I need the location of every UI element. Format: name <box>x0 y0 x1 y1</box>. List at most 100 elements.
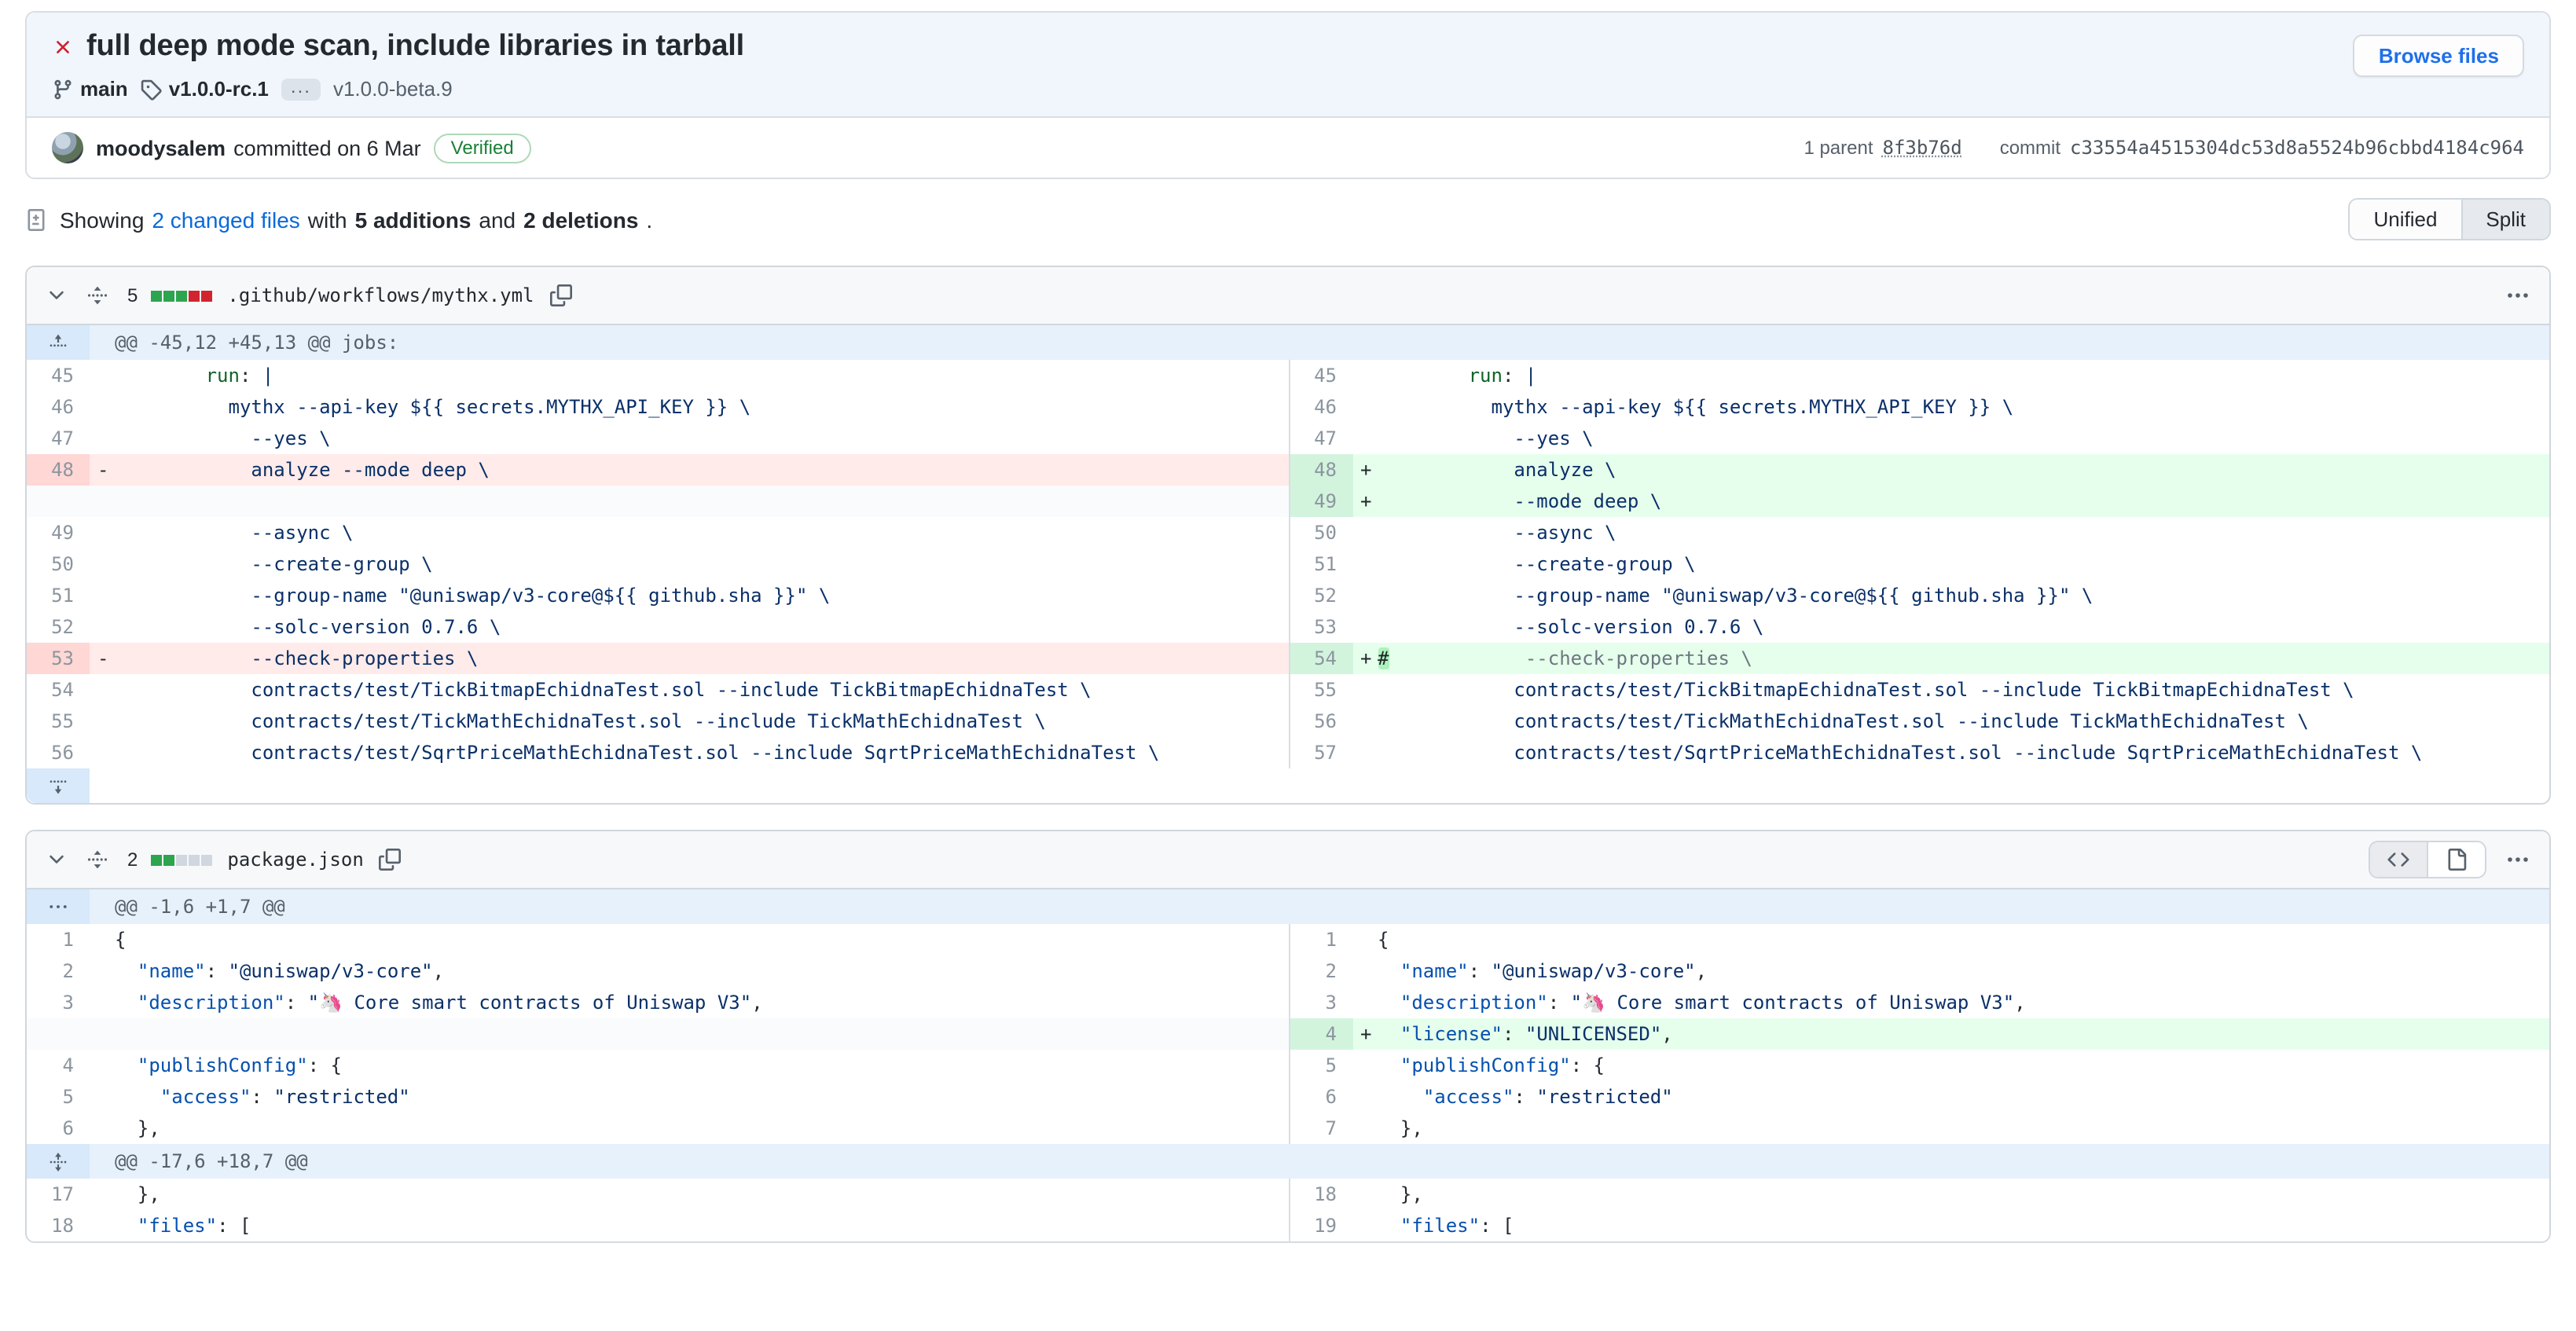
line-number[interactable]: 49 <box>1290 486 1352 517</box>
file-path[interactable]: package.json <box>227 849 364 871</box>
git-branch-icon <box>52 78 74 100</box>
unfold-expand-icon[interactable] <box>83 281 112 310</box>
line-number[interactable]: 55 <box>1290 674 1352 706</box>
line-number[interactable]: 5 <box>1290 1050 1352 1081</box>
verified-badge[interactable]: Verified <box>433 133 531 163</box>
code-line: + --mode deep \ <box>1352 486 2549 517</box>
line-number[interactable]: 50 <box>27 548 90 580</box>
unified-view-button[interactable]: Unified <box>2350 200 2461 239</box>
line-number[interactable]: 50 <box>1290 517 1352 548</box>
code-line: "description": "🦄 Core smart contracts o… <box>1400 992 2026 1014</box>
line-number[interactable]: 7 <box>1290 1113 1352 1144</box>
diff-side: 52 --group-name "@uniswap/v3-core@${{ gi… <box>1288 580 2549 611</box>
code-line: --solc-version 0.7.6 \ <box>1378 616 1764 638</box>
line-number[interactable]: 5 <box>27 1081 90 1113</box>
line-number[interactable]: 51 <box>1290 548 1352 580</box>
author-avatar[interactable] <box>52 132 83 163</box>
line-number[interactable]: 54 <box>1290 643 1352 674</box>
browse-files-button[interactable]: Browse files <box>2353 35 2524 77</box>
commit-label: commit <box>1999 137 2061 159</box>
line-number[interactable]: 54 <box>27 674 90 706</box>
diff-row: 48- analyze --mode deep \48+ analyze \ <box>27 454 2549 486</box>
diff-row: 49 --async \50 --async \ <box>27 517 2549 548</box>
hunk-row: @@ -45,12 +45,13 @@ jobs: <box>27 325 2549 360</box>
line-number[interactable]: 3 <box>1290 987 1352 1018</box>
line-number[interactable]: 46 <box>27 391 90 423</box>
code-line: --group-name "@uniswap/v3-core@${{ githu… <box>1378 585 2093 607</box>
split-view-button[interactable]: Split <box>2460 200 2549 239</box>
line-number[interactable]: 1 <box>1290 924 1352 955</box>
expand-up-icon[interactable] <box>27 325 90 360</box>
diff-row: 52 --solc-version 0.7.6 \53 --solc-versi… <box>27 611 2549 643</box>
line-number[interactable]: 49 <box>27 517 90 548</box>
diff-side: 56 contracts/test/SqrtPriceMathEchidnaTe… <box>27 737 1288 768</box>
line-number[interactable]: 6 <box>27 1113 90 1144</box>
expand-down-icon[interactable] <box>27 768 90 803</box>
tag-link[interactable]: v1.0.0-rc.1 <box>141 77 269 101</box>
code-line: run: | <box>1468 365 1537 387</box>
code-line: "description": "🦄 Core smart contracts o… <box>137 992 763 1014</box>
changed-files-link[interactable]: 2 changed files <box>152 207 300 232</box>
line-number[interactable]: 48 <box>1290 454 1352 486</box>
line-number[interactable]: 1 <box>27 924 90 955</box>
diffstat-square-add <box>150 290 162 301</box>
line-number[interactable]: 55 <box>27 706 90 737</box>
line-number[interactable]: 3 <box>27 987 90 1018</box>
line-number[interactable]: 4 <box>1290 1018 1352 1050</box>
line-number[interactable]: 6 <box>1290 1081 1352 1113</box>
page: full deep mode scan, include libraries i… <box>0 11 2576 1331</box>
line-number[interactable]: 51 <box>27 580 90 611</box>
code-line: contracts/test/SqrtPriceMathEchidnaTest.… <box>1378 742 2423 764</box>
commit-sha-info: 1 parent 8f3b76d commit c33554a4515304dc… <box>1804 137 2524 159</box>
line-number[interactable]: 46 <box>1290 391 1352 423</box>
line-number[interactable]: 18 <box>27 1210 90 1241</box>
diff-side: 2 "name": "@uniswap/v3-core", <box>27 955 1288 987</box>
line-number[interactable]: 2 <box>27 955 90 987</box>
kebab-menu-icon[interactable] <box>2502 844 2534 875</box>
chevron-down-icon[interactable] <box>42 281 71 310</box>
line-number[interactable]: 19 <box>1290 1210 1352 1241</box>
tag-overflow-button[interactable]: ... <box>281 76 321 100</box>
code-line: - analyze --mode deep \ <box>90 454 1288 486</box>
diff-row: 47 --yes \47 --yes \ <box>27 423 2549 454</box>
line-number[interactable]: 48 <box>27 454 90 486</box>
line-number[interactable]: 47 <box>27 423 90 454</box>
diff-side: 54 contracts/test/TickBitmapEchidnaTest.… <box>27 674 1288 706</box>
line-number[interactable]: 2 <box>1290 955 1352 987</box>
commit-status-failed-icon[interactable] <box>52 36 74 58</box>
expand-both-icon[interactable] <box>27 1144 90 1179</box>
diff-side: 56 contracts/test/TickMathEchidnaTest.so… <box>1288 706 2549 737</box>
bottom-fade-overlay <box>0 1234 2576 1331</box>
line-number[interactable]: 56 <box>1290 706 1352 737</box>
file-path[interactable]: .github/workflows/mythx.yml <box>227 284 534 306</box>
copy-path-icon[interactable] <box>376 845 405 874</box>
line-number[interactable]: 53 <box>27 643 90 674</box>
line-number[interactable]: 4 <box>27 1050 90 1081</box>
line-number[interactable]: 52 <box>27 611 90 643</box>
author-link[interactable]: moodysalem <box>96 136 226 160</box>
copy-path-icon[interactable] <box>547 281 575 310</box>
parent-sha-link[interactable]: 8f3b76d <box>1882 137 1962 159</box>
line-number[interactable]: 56 <box>27 737 90 768</box>
code-line: contracts/test/TickMathEchidnaTest.sol -… <box>115 710 1046 732</box>
file-diff-icon <box>25 208 52 230</box>
source-code-icon[interactable] <box>2370 842 2427 877</box>
chevron-down-icon[interactable] <box>42 845 71 874</box>
line-number[interactable]: 17 <box>27 1179 90 1210</box>
dots-icon <box>27 889 90 924</box>
secondary-tag-link[interactable]: v1.0.0-beta.9 <box>332 77 453 101</box>
line-number[interactable]: 45 <box>27 360 90 391</box>
line-number[interactable]: 47 <box>1290 423 1352 454</box>
line-number[interactable]: 18 <box>1290 1179 1352 1210</box>
code-line: "name": "@uniswap/v3-core", <box>137 960 445 982</box>
branch-link[interactable]: main <box>52 77 128 101</box>
kebab-menu-icon[interactable] <box>2502 280 2534 311</box>
line-number[interactable]: 52 <box>1290 580 1352 611</box>
diff-row: 4 "publishConfig": {5 "publishConfig": { <box>27 1050 2549 1081</box>
unfold-expand-icon[interactable] <box>83 845 112 874</box>
line-number[interactable]: 53 <box>1290 611 1352 643</box>
rendered-file-icon[interactable] <box>2427 842 2485 877</box>
line-number[interactable]: 57 <box>1290 737 1352 768</box>
line-number[interactable]: 45 <box>1290 360 1352 391</box>
code-line: --async \ <box>115 522 354 544</box>
